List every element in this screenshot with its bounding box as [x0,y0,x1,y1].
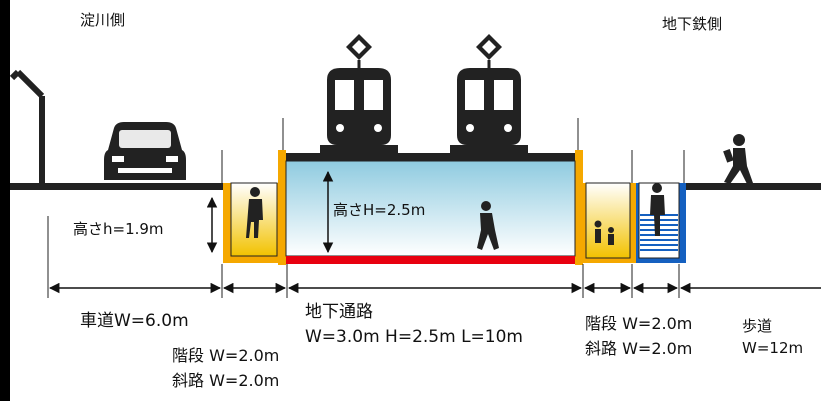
car-icon [104,122,186,180]
train-icon [320,34,398,153]
ramp-right [636,182,686,263]
pedestrian-icon [246,187,263,238]
pedestrian-icon [650,183,665,236]
label-tunnel-title: 地下通路 [305,302,373,322]
left-edge-bar [0,0,10,401]
label-stairs-left-2: 斜路 W=2.0m [172,371,280,390]
ground-left [10,183,223,190]
train-icon [450,34,528,153]
underpass-tunnel [278,150,583,265]
pedestrian-icon [723,134,753,184]
label-tunnel-dims: W=3.0m H=2.5m L=10m [305,327,523,347]
street-lamp-icon [9,69,45,185]
label-stairs-right-1: 階段 W=2.0m [585,314,693,333]
label-subway-side: 地下鉄側 [662,15,723,33]
label-height-small: 高さh=1.9m [73,220,164,238]
label-height-tunnel: 高さH=2.5m [333,201,426,219]
pedestrian-icon [594,220,614,245]
stairs-right [583,182,636,263]
label-stairs-right-2: 斜路 W=2.0m [585,339,693,358]
label-sidewalk-2: W=12m [742,339,804,357]
label-sidewalk-1: 歩道 [742,317,773,335]
label-road-width: 車道W=6.0m [80,311,189,331]
guide-lines [47,118,685,298]
pedestrian-icon [477,201,499,250]
ground-right [686,183,821,190]
label-yodogawa-side: 淀川側 [80,11,126,29]
tunnel-floor [286,256,575,264]
label-stairs-left-1: 階段 W=2.0m [172,346,280,365]
stairs-left [223,182,283,263]
